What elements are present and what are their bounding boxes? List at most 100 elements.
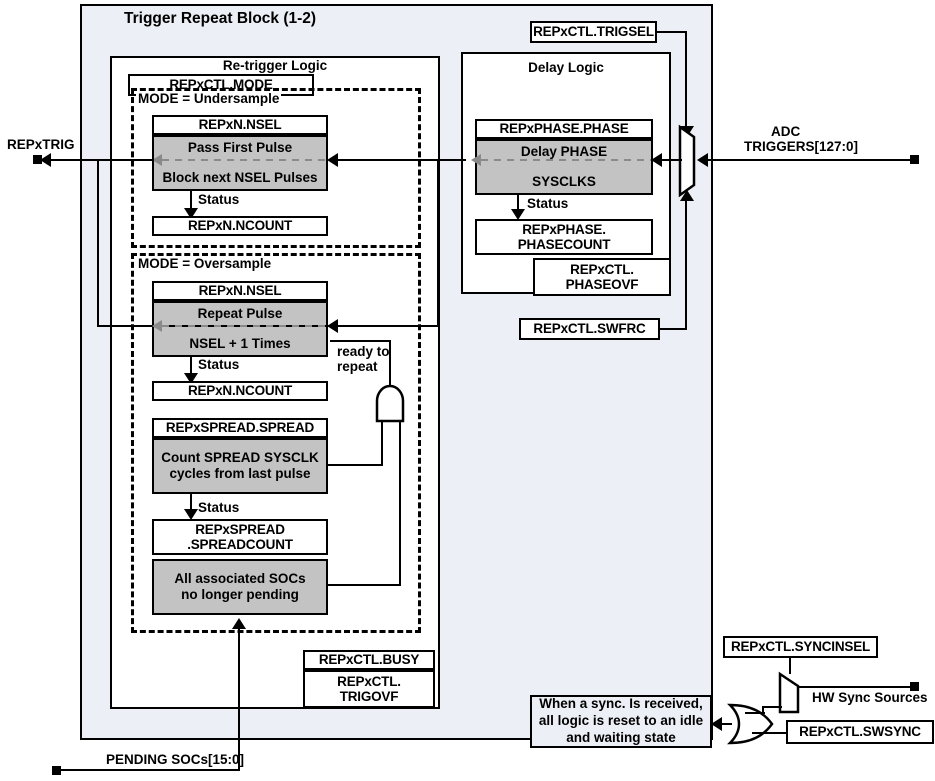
delay-action-box: Delay PHASE SYSCLKS <box>475 139 653 195</box>
or-gate <box>726 703 774 745</box>
oversample-nsel-register: REPxN.NSEL <box>152 281 328 301</box>
undersample-ncount-register: REPxN.NCOUNT <box>152 216 328 236</box>
spread-status-arrow <box>184 509 198 520</box>
undersample-pass-through-arrow <box>152 154 162 166</box>
delay-status-arrow <box>511 209 525 220</box>
undersample-pass-through-dashed <box>162 159 327 161</box>
socs-pending-box: All associated SOCs no longer pending <box>152 559 328 615</box>
adc-triggers-arrow <box>697 153 708 167</box>
hw-sync-sources-wire <box>798 686 913 688</box>
spread-status-wire <box>190 494 192 512</box>
and-input-left-wire <box>381 420 383 466</box>
oversample-feed-wire-v <box>437 159 439 327</box>
and-input-right-wire <box>399 420 401 586</box>
pending-socs-arrow <box>232 618 246 629</box>
spreadcount-line1: REPxSPREAD <box>195 521 285 537</box>
hw-sync-sources-label: HW Sync Sources <box>812 690 928 705</box>
undersample-label: MODE = Undersample <box>136 91 282 108</box>
undersample-action-top: Pass First Pulse <box>187 140 293 156</box>
sync-mux-output-wire-v <box>762 706 764 714</box>
ready-to-repeat-label-line1: ready to <box>337 344 390 359</box>
sync-mux-output-wire-h <box>762 706 782 708</box>
phaseovf-line1: REPxCTL. <box>570 261 634 277</box>
repxtrig-label: REPxTRIG <box>7 137 75 152</box>
delay-logic-title: Delay Logic <box>528 60 604 75</box>
repxtrig-arrow <box>40 153 51 167</box>
repxctl-swsync-register: REPxCTL.SWSYNC <box>786 720 934 744</box>
oversample-loopback-wire-v <box>97 159 99 327</box>
phasecount-register: REPxPHASE. PHASECOUNT <box>475 219 653 255</box>
sync-note-line2: all logic is reset to an idle <box>538 713 704 729</box>
adc-triggers-wire <box>706 159 911 161</box>
oversample-feed-arrow <box>327 319 338 333</box>
delay-status-wire <box>517 195 519 212</box>
mux-to-delay-wire <box>660 159 682 161</box>
and-gate <box>375 384 405 423</box>
undersample-status-wire <box>190 191 192 211</box>
repxctl-busy-register: REPxCTL.BUSY <box>303 650 435 670</box>
trigovf-line1: REPxCTL. <box>337 673 401 689</box>
oversample-label: MODE = Oversample <box>136 256 274 273</box>
repxtrig-terminal <box>33 155 42 164</box>
delay-pass-through-dashed <box>481 159 651 161</box>
ready-to-repeat-wire-h <box>330 340 391 342</box>
spread-action-line2: cycles from last pulse <box>169 466 311 481</box>
repxctl-trigovf-register: REPxCTL. TRIGOVF <box>303 670 435 708</box>
or-gate-output-arrow <box>711 717 722 731</box>
delay-pass-through-arrow <box>471 154 481 166</box>
hw-sync-sources-terminal <box>910 682 919 691</box>
pending-socs-wire-h <box>58 769 240 771</box>
phaseovf-register: REPxCTL. PHASEOVF <box>533 258 671 296</box>
undersample-status-arrow <box>184 208 198 219</box>
oversample-pass-through-dashed <box>162 325 327 327</box>
delay-to-retrigger-arrow <box>327 153 338 167</box>
spread-register: REPxSPREAD.SPREAD <box>152 418 328 438</box>
oversample-action-box: Repeat Pulse NSEL + 1 Times <box>152 301 328 357</box>
spreadcount-register: REPxSPREAD .SPREADCOUNT <box>152 519 328 555</box>
oversample-pass-arrow <box>152 320 162 332</box>
pending-socs-wire-v <box>238 628 240 771</box>
undersample-action-box: Pass First Pulse Block next NSEL Pulses <box>152 135 328 191</box>
pending-socs-terminal <box>52 766 61 775</box>
repxctl-syncinsel-register: REPxCTL.SYNCINSEL <box>723 636 878 658</box>
and-input-right-from-socs <box>328 584 401 586</box>
or-gate-output-wire <box>718 723 732 725</box>
socs-line1: All associated SOCs <box>174 571 306 587</box>
sync-note-line1: When a sync. Is received, <box>539 696 703 712</box>
delay-to-retrigger-wire <box>336 159 466 161</box>
trigsel-wire-v <box>685 31 687 130</box>
oversample-region <box>131 253 421 633</box>
undersample-action-bottom: Block next NSEL Pulses <box>162 170 318 185</box>
oversample-status-arrow <box>184 373 198 384</box>
oversample-status-label: Status <box>198 357 240 372</box>
adc-triggers-label-line2: TRIGGERS[127:0] <box>744 139 859 154</box>
phaseovf-line2: PHASEOVF <box>565 277 639 292</box>
oversample-to-grey-wire <box>336 325 438 327</box>
ready-to-repeat-label-line2: repeat <box>337 359 378 374</box>
spread-action-line1: Count SPREAD SYSCLK <box>161 450 319 466</box>
spreadcount-line2: .SPREADCOUNT <box>187 537 293 552</box>
page-title: Trigger Repeat Block (1-2) <box>124 10 317 27</box>
trigsel-wire-h <box>655 31 687 33</box>
oversample-action-bottom: NSEL + 1 Times <box>189 336 291 351</box>
undersample-region <box>131 88 421 248</box>
trigger-mux <box>678 124 696 198</box>
adc-triggers-terminal <box>910 155 919 164</box>
ready-to-repeat-wire-v <box>389 340 391 364</box>
swfrc-arrow <box>680 190 694 201</box>
and-gate-output-wire <box>389 363 391 385</box>
swfrc-wire-h <box>658 328 687 330</box>
syncinsel-wire <box>789 656 791 674</box>
socs-line2: no longer pending <box>181 587 299 602</box>
sync-note-line3: and waiting state <box>566 729 676 745</box>
undersample-nsel-register: REPxN.NSEL <box>152 115 328 135</box>
sync-mux <box>778 671 800 714</box>
phase-register: REPxPHASE.PHASE <box>475 119 653 139</box>
phasecount-line2: PHASECOUNT <box>517 237 611 252</box>
or-gate-input-top-wire <box>745 712 765 714</box>
repxctl-trigsel-register: REPxCTL.TRIGSEL <box>530 21 657 43</box>
oversample-status-wire <box>190 357 192 376</box>
spread-action-box: Count SPREAD SYSCLK cycles from last pul… <box>152 438 328 494</box>
delay-status-label: Status <box>527 196 569 211</box>
